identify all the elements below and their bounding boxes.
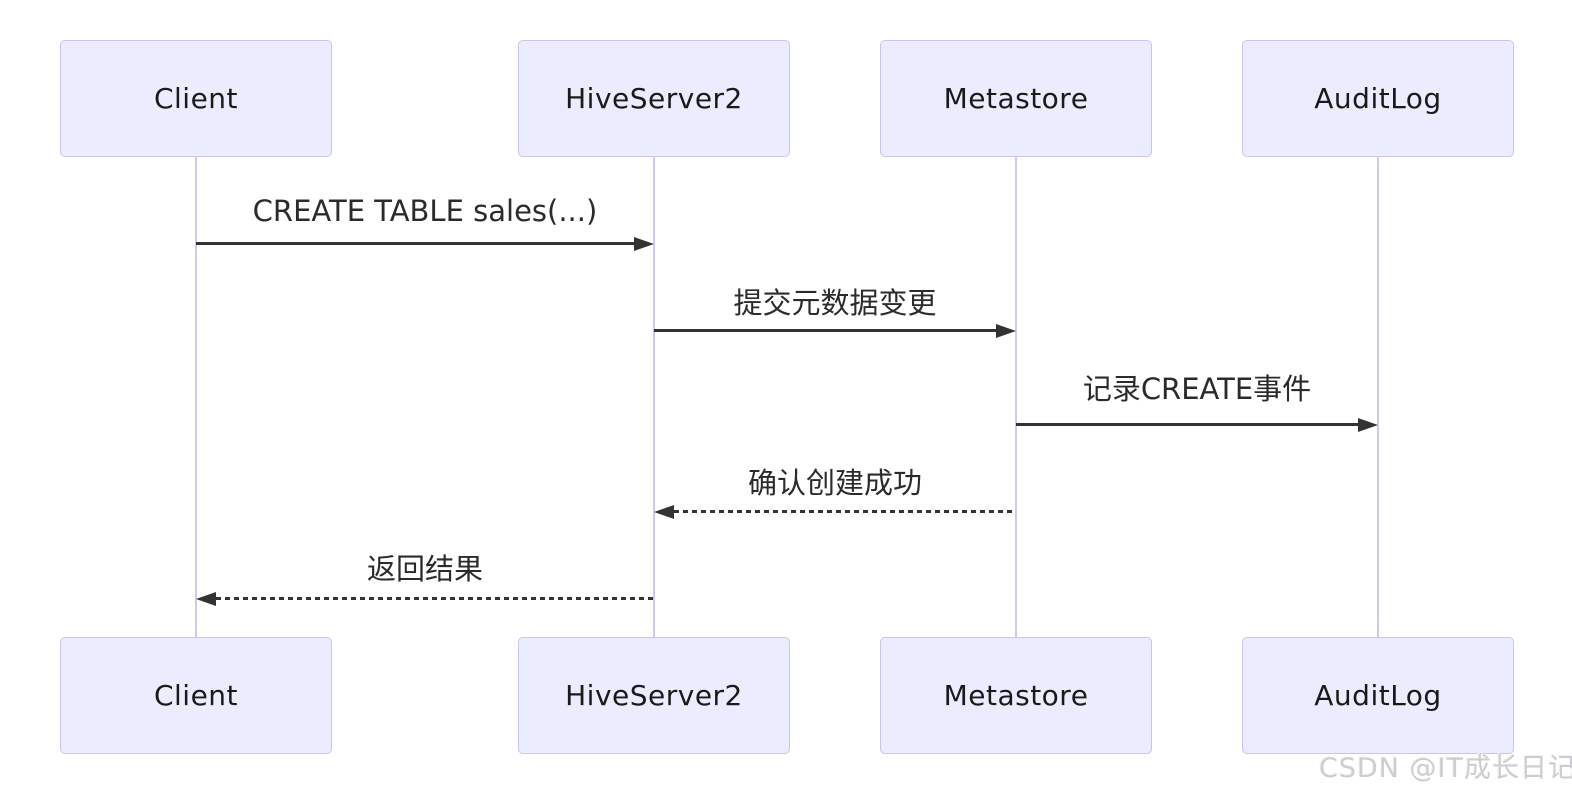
actor-bottom-client-label: Client — [153, 679, 239, 712]
actor-bottom-auditlog: AuditLog — [1242, 637, 1514, 754]
message-4-label: 确认创建成功 — [747, 466, 922, 500]
watermark: CSDN @IT成长日记 — [1318, 753, 1572, 784]
actor-top-metastore-label: Metastore — [943, 82, 1089, 115]
lifeline-client — [195, 157, 197, 637]
lifeline-auditlog — [1377, 157, 1379, 637]
message-1-arrowhead-right-icon — [634, 237, 654, 251]
actor-bottom-metastore: Metastore — [880, 637, 1152, 754]
message-5-line — [216, 597, 654, 600]
actor-bottom-auditlog-label: AuditLog — [1314, 679, 1442, 712]
message-2-line — [654, 329, 1000, 332]
actor-top-auditlog-label: AuditLog — [1314, 82, 1442, 115]
message-4-line — [674, 510, 1016, 513]
message-2-arrowhead-right-icon — [996, 324, 1016, 338]
message-3-arrowhead-right-icon — [1358, 418, 1378, 432]
lifeline-metastore — [1015, 157, 1017, 637]
message-1-line — [196, 242, 638, 245]
actor-top-hiveserver2: HiveServer2 — [518, 40, 790, 157]
actor-top-client: Client — [60, 40, 332, 157]
message-3-label: 记录CREATE事件 — [1082, 372, 1312, 406]
actor-top-client-label: Client — [153, 82, 239, 115]
message-2-label: 提交元数据变更 — [733, 286, 937, 320]
actor-top-metastore: Metastore — [880, 40, 1152, 157]
actor-bottom-metastore-label: Metastore — [943, 679, 1089, 712]
actor-bottom-client: Client — [60, 637, 332, 754]
message-1-label: CREATE TABLE sales(...) — [252, 194, 598, 228]
actor-bottom-hiveserver2: HiveServer2 — [518, 637, 790, 754]
message-5-label: 返回结果 — [366, 552, 483, 586]
actor-bottom-hiveserver2-label: HiveServer2 — [565, 679, 743, 712]
actor-top-hiveserver2-label: HiveServer2 — [565, 82, 743, 115]
message-5-arrowhead-left-icon — [196, 592, 216, 606]
actor-top-auditlog: AuditLog — [1242, 40, 1514, 157]
lifeline-hiveserver2 — [653, 157, 655, 637]
message-3-line — [1016, 423, 1362, 426]
message-4-arrowhead-left-icon — [654, 505, 674, 519]
